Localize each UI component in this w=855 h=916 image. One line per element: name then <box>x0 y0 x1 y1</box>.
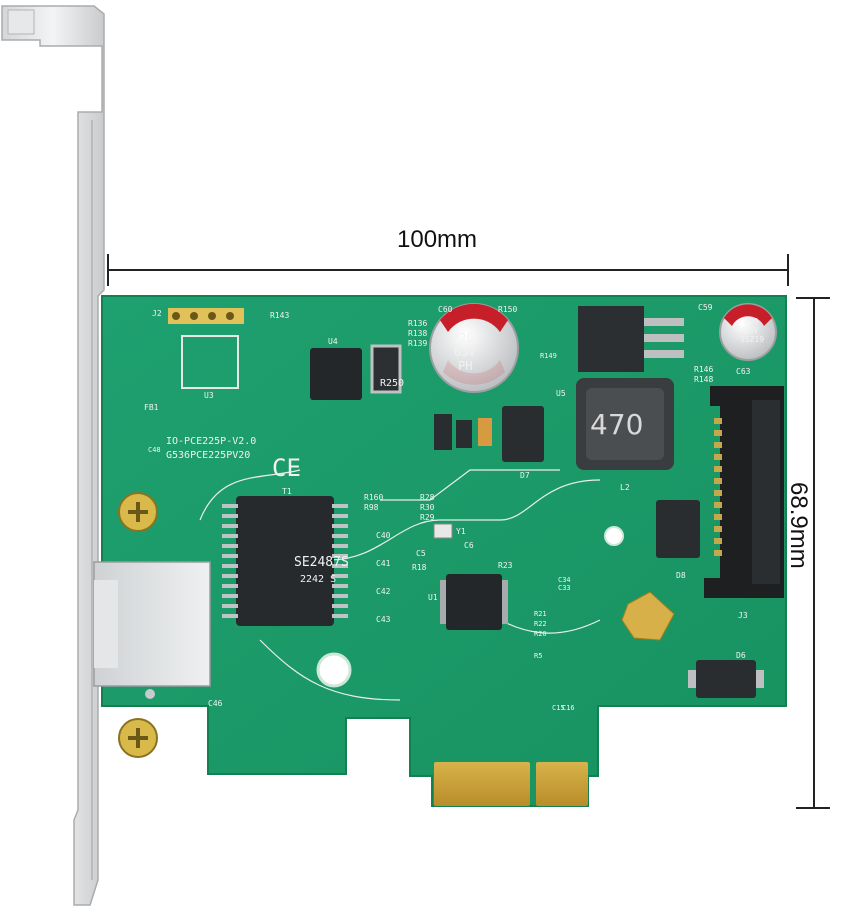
connector-j2-pins <box>168 308 244 324</box>
label-c43: C43 <box>376 615 391 624</box>
inductor-marking: 470 <box>590 408 643 441</box>
tantalum-caps <box>434 414 492 450</box>
label-c63: C63 <box>736 367 751 376</box>
metal-bracket <box>1 5 105 906</box>
label-r150: R150 <box>498 305 517 314</box>
label-u3: U3 <box>204 391 214 400</box>
board-model-line1: IO-PCE225P-V2.0 <box>166 436 256 447</box>
height-dimension-label: 68.9mm <box>785 482 812 569</box>
label-l2: L2 <box>620 483 630 492</box>
label-j3: J3 <box>738 611 748 620</box>
board-model-line2: G536PCE225PV20 <box>166 450 250 461</box>
capacitor-small-line1: 220 <box>744 317 759 326</box>
label-c42: C42 <box>376 587 391 596</box>
label-c40: C40 <box>376 531 391 540</box>
label-d7: D7 <box>520 471 530 480</box>
ethernet-controller-chip <box>440 574 508 630</box>
label-c15: C15 <box>552 704 565 712</box>
height-dimension-line <box>796 297 830 809</box>
transformer-marking: SE2487S <box>294 555 349 570</box>
label-d6: D6 <box>736 651 746 660</box>
label-r160: R160 <box>364 493 383 502</box>
diode-d6 <box>688 660 764 698</box>
label-r28: R28 <box>420 493 435 502</box>
label-c5: C5 <box>416 549 426 558</box>
label-d8: D8 <box>676 571 686 580</box>
label-r138: R138 <box>408 329 427 338</box>
label-c60: C60 <box>438 305 453 314</box>
crystal-y1 <box>433 523 453 539</box>
resistor-r250 <box>370 344 402 394</box>
diode-d8 <box>656 500 700 558</box>
voltage-regulator <box>578 306 684 372</box>
label-r18: R18 <box>412 563 427 572</box>
diode-d7 <box>502 406 544 462</box>
label-y1: Y1 <box>456 527 466 536</box>
label-u4: U4 <box>328 337 338 346</box>
width-dimension-line <box>107 254 789 286</box>
label-r30: R30 <box>420 503 435 512</box>
mounting-screw-bottom <box>118 718 158 758</box>
width-dimension-label: 100mm <box>397 226 478 253</box>
capacitor-large-line3: PH <box>458 359 472 373</box>
capacitor-small-line2: 25V <box>744 326 759 335</box>
label-r143: R143 <box>270 311 289 320</box>
label-c6: C6 <box>464 541 474 550</box>
label-r98: R98 <box>364 503 379 512</box>
label-c46: C46 <box>208 699 223 708</box>
resistor-marking: R250 <box>380 378 404 389</box>
capacitor-large-line2: 63V <box>454 345 476 359</box>
label-r146: R146 <box>694 365 713 374</box>
sata-power-connector <box>704 386 784 598</box>
label-c33: C33 <box>558 584 571 592</box>
label-t1: T1 <box>282 487 292 496</box>
gold-pad-chip <box>621 591 675 641</box>
label-c59: C59 <box>698 303 713 312</box>
label-r22: R22 <box>534 620 547 628</box>
ethernet-transformer <box>222 496 348 626</box>
label-u5: U5 <box>556 389 566 398</box>
label-c16: C16 <box>562 704 575 712</box>
label-fb1: FB1 <box>144 403 159 412</box>
label-c41: C41 <box>376 559 391 568</box>
label-r5: R5 <box>534 652 542 660</box>
u4-chip <box>310 348 362 400</box>
label-r139: R139 <box>408 339 427 348</box>
power-inductor <box>576 378 674 470</box>
capacitor-small-line3: SS219 <box>740 335 764 344</box>
electrolytic-capacitor-large <box>429 303 519 393</box>
label-c48: C48 <box>148 446 161 454</box>
mounting-hole-2 <box>604 526 624 546</box>
rj45-ethernet-port <box>93 561 211 699</box>
mounting-screw-top <box>118 492 158 532</box>
label-j2: J2 <box>152 309 162 318</box>
mounting-hole-1 <box>316 652 352 688</box>
label-r29: R29 <box>420 513 435 522</box>
label-r21: R21 <box>534 610 547 618</box>
transformer-code: 2242 S <box>300 574 336 585</box>
label-r148: R148 <box>694 375 713 384</box>
label-c34: C34 <box>558 576 571 584</box>
ce-mark: CE <box>272 454 301 482</box>
electrolytic-capacitor-small <box>719 303 777 361</box>
label-r136: R136 <box>408 319 427 328</box>
chip-u3-outline <box>181 335 239 389</box>
label-u1: U1 <box>428 593 438 602</box>
label-r23: R23 <box>498 561 513 570</box>
label-r149: R149 <box>540 352 557 360</box>
pcie-gold-fingers <box>434 762 588 806</box>
label-r20: R20 <box>534 630 547 638</box>
recycle-mark <box>355 721 405 769</box>
capacitor-large-line1: 220 <box>452 331 474 345</box>
